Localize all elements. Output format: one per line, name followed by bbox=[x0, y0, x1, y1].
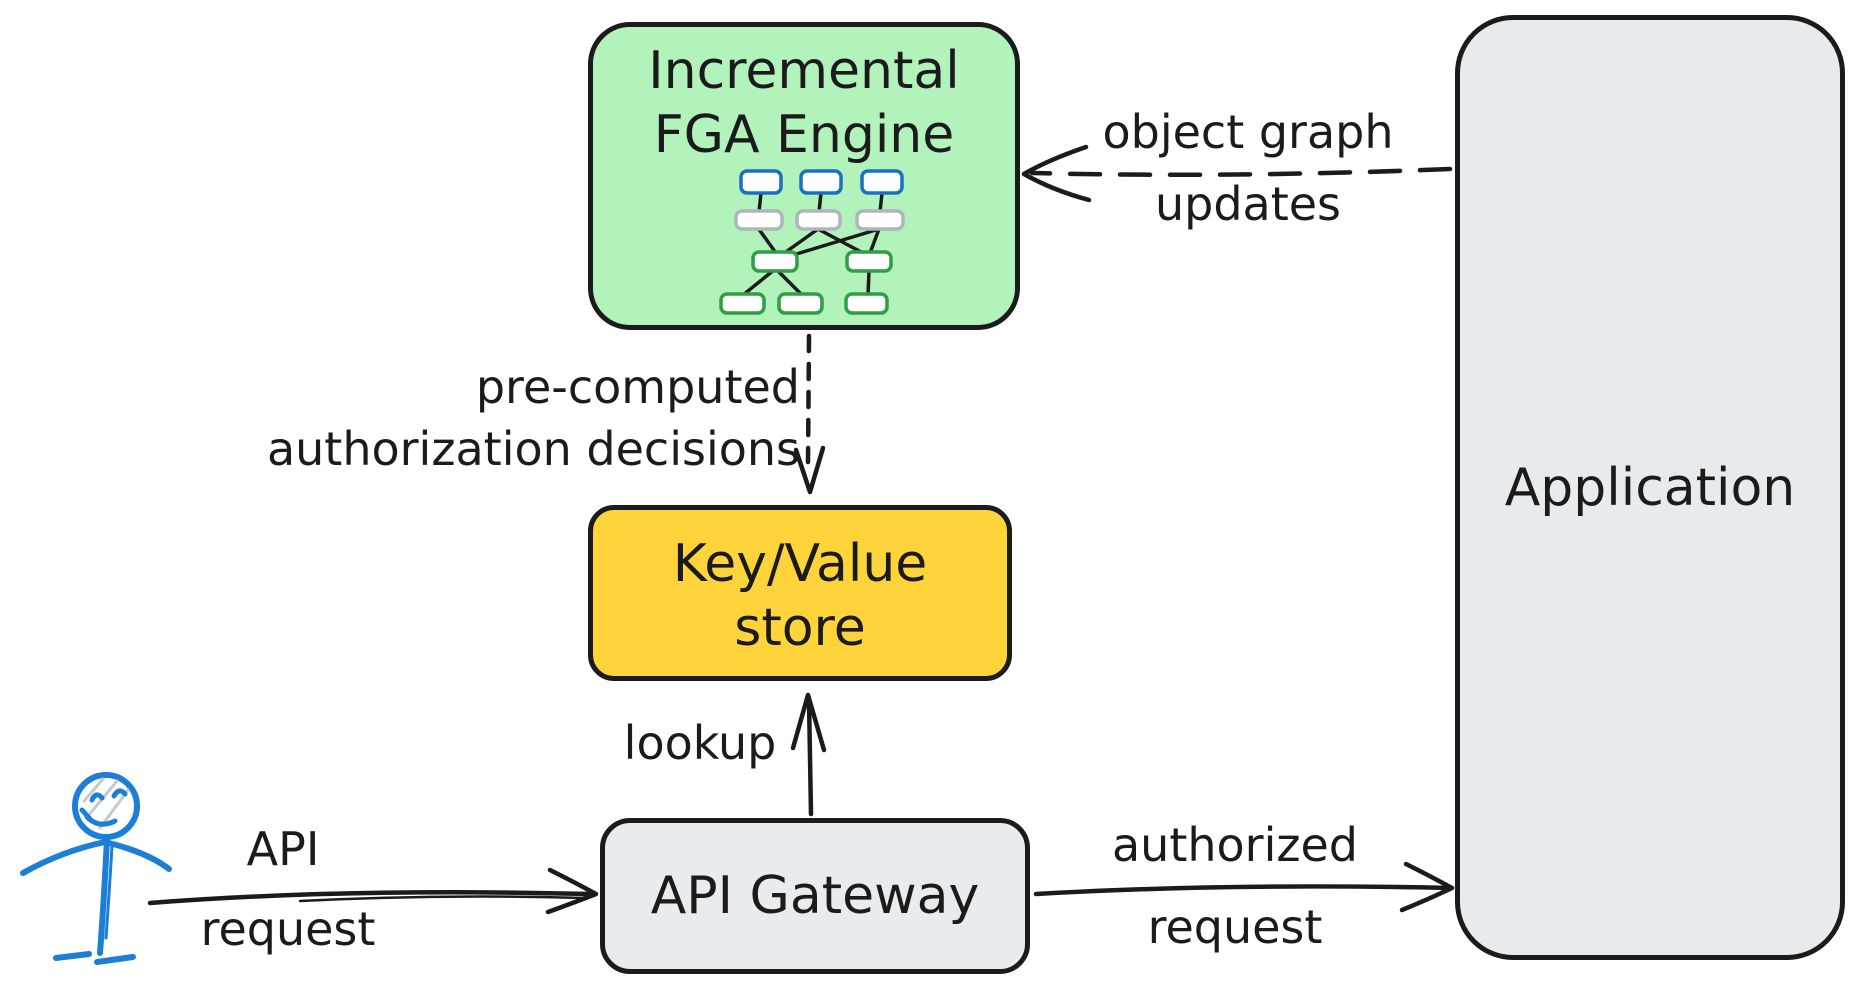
object-graph-updates-label-line1: object graph bbox=[1102, 105, 1394, 159]
user-body bbox=[97, 836, 110, 956]
precomputed-decisions-label-line1: pre-computed bbox=[475, 360, 800, 414]
api-gateway-box: API Gateway bbox=[600, 818, 1030, 974]
user-feet bbox=[53, 951, 136, 965]
api-gateway-label: API Gateway bbox=[650, 866, 980, 926]
precomputed-decisions-label: pre-computed authorization decisions bbox=[140, 356, 800, 480]
kv-store-box: Key/Value store bbox=[588, 505, 1012, 681]
user-stick-figure bbox=[20, 772, 172, 965]
authorized-request-label-line2: request bbox=[1147, 900, 1323, 954]
kv-store-label-line2: store bbox=[734, 598, 866, 658]
object-graph-icon bbox=[719, 169, 905, 315]
graph-icon-row-blue bbox=[739, 169, 904, 195]
application-box: Application bbox=[1455, 15, 1845, 960]
api-request-label-line2: request bbox=[200, 902, 376, 956]
precomputed-decisions-label-line2: authorization decisions bbox=[266, 422, 800, 476]
graph-icon-row-green bbox=[719, 250, 893, 315]
graph-icon-row-gray bbox=[734, 209, 905, 231]
fga-engine-box: Incremental FGA Engine bbox=[588, 22, 1020, 330]
fga-engine-label-line2: FGA Engine bbox=[653, 105, 955, 165]
graph-icon-edges bbox=[741, 191, 884, 297]
application-label: Application bbox=[1504, 457, 1796, 518]
precomputed-decisions-arrow bbox=[793, 333, 826, 495]
user-head-hatch bbox=[82, 777, 130, 830]
kv-store-label: Key/Value store bbox=[593, 532, 1007, 660]
lookup-label: lookup bbox=[623, 716, 777, 770]
object-graph-updates-label-line2: updates bbox=[1154, 177, 1342, 231]
user-face bbox=[79, 788, 128, 827]
user-head bbox=[72, 772, 140, 840]
authorized-request-label-line1: authorized bbox=[1111, 818, 1358, 872]
user-arms bbox=[20, 839, 172, 876]
kv-store-label-line1: Key/Value bbox=[672, 534, 928, 594]
fga-engine-label: Incremental FGA Engine bbox=[593, 39, 1015, 167]
fga-engine-label-line1: Incremental bbox=[648, 41, 960, 101]
object-graph-updates-label: object graph updates bbox=[1048, 103, 1448, 233]
user-body-sketch bbox=[104, 844, 114, 940]
api-request-label-line1: API bbox=[246, 822, 320, 876]
